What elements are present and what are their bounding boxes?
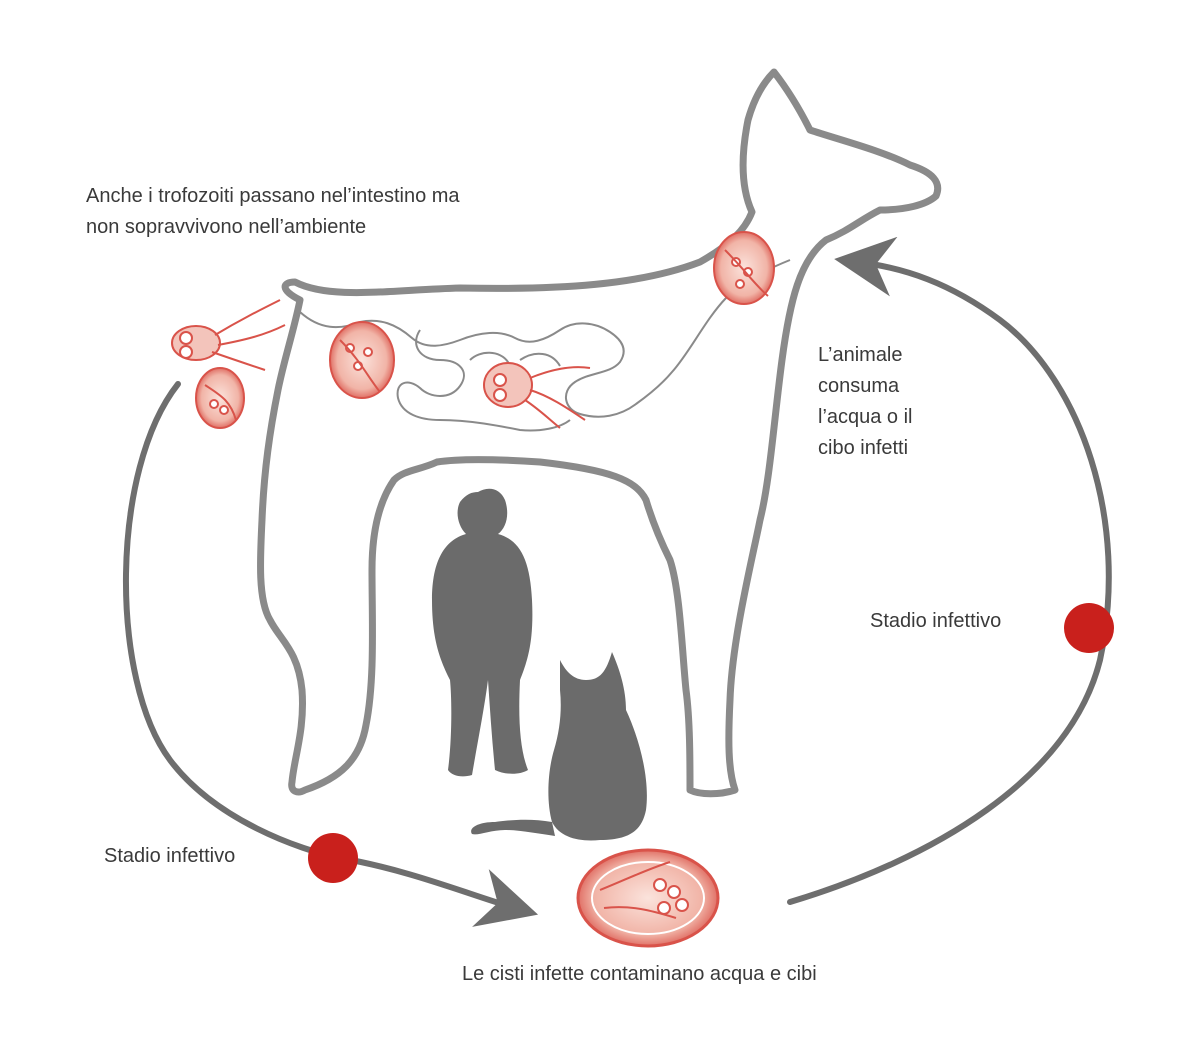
parasites — [171, 231, 775, 948]
ingestion-label-line2: consuma — [818, 375, 900, 397]
dog-outline — [256, 68, 942, 798]
cyst-intestine-left — [329, 321, 395, 399]
ingestion-label: L’animale consuma l’acqua o il cibo infe… — [818, 340, 913, 464]
ingestion-label-line4: cibo infetti — [818, 437, 909, 459]
ingestion-label-line3: l’acqua o il — [818, 406, 913, 428]
cycle-arrow-left — [122, 381, 539, 927]
cyst-outside — [195, 367, 245, 429]
ingestion-label-line1: L’animale — [818, 344, 903, 366]
cat-silhouette — [471, 652, 647, 841]
cyst-neck — [713, 231, 775, 305]
cycle-arrows — [122, 236, 1112, 927]
human-silhouette — [432, 488, 533, 777]
cysts-contaminate-label: Le cisti infette contaminano acqua e cib… — [462, 963, 817, 985]
trophozoite-intestine — [483, 362, 591, 429]
trophozoite-outside — [171, 299, 286, 371]
trophozoites-label-line1: Anche i trofozoiti passano nel’intestino… — [86, 185, 460, 207]
cycle-arrow-right — [787, 236, 1112, 905]
intestine — [299, 259, 791, 432]
infective-stage-label-right: Stadio infettivo — [870, 610, 1002, 632]
infective-stage-dot-right — [1064, 603, 1114, 653]
trophozoites-label: Anche i trofozoiti passano nel’intestino… — [86, 181, 460, 243]
infective-stage-dot-left — [308, 833, 358, 883]
trophozoites-label-line2: non sopravvivono nell’ambiente — [86, 216, 367, 238]
cyst-environment — [576, 848, 720, 948]
infective-stage-label-left: Stadio infettivo — [104, 845, 236, 867]
